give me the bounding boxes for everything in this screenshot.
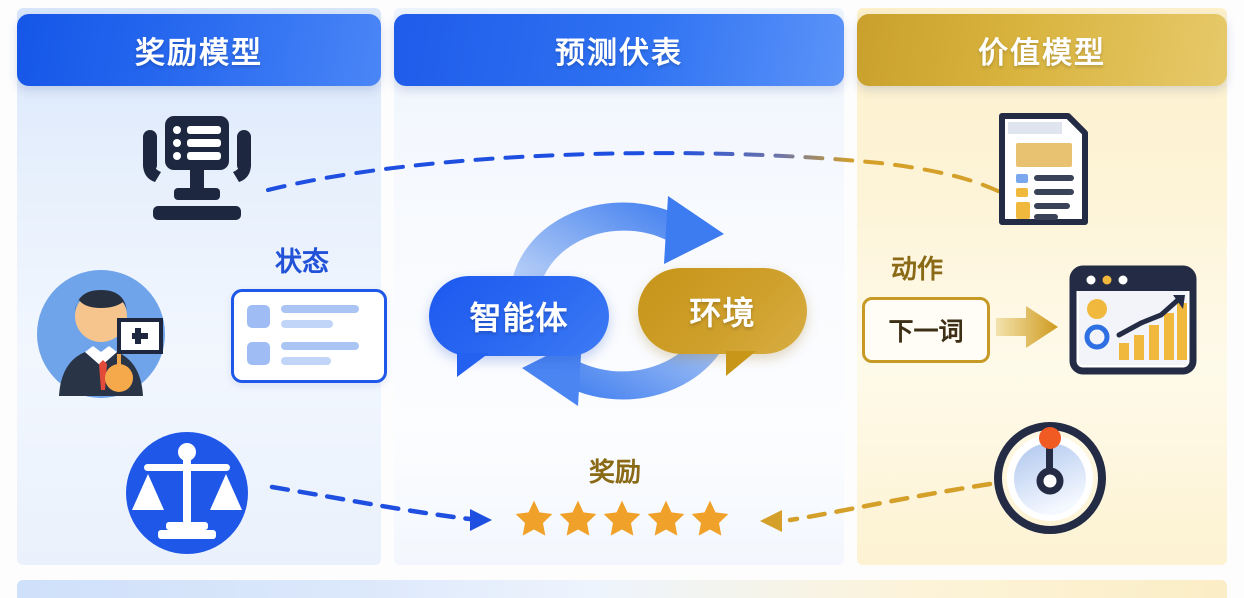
header-reward-model[interactable]: 奖励模型	[17, 14, 381, 86]
businessman-flag-avatar-icon	[37, 270, 165, 398]
star-icon	[515, 500, 553, 536]
star-icon	[559, 500, 597, 536]
action-value-label: 下一词	[888, 318, 964, 346]
reward-label: 奖励	[589, 457, 642, 487]
state-label: 状态	[275, 247, 329, 277]
right-arrow-icon	[996, 306, 1058, 348]
state-card-row	[247, 305, 359, 328]
star-icon	[647, 500, 685, 536]
state-row-lines	[281, 305, 359, 328]
robot-terminal-icon	[143, 116, 251, 220]
chart-dashboard-window-icon	[1069, 265, 1197, 375]
header-predict-table-label: 预测伏表	[555, 37, 683, 70]
balance-scales-icon	[126, 432, 248, 554]
state-row-lines	[281, 342, 359, 365]
next-section-strip	[17, 580, 1227, 598]
action-label: 动作	[891, 254, 944, 284]
document-article-icon	[999, 113, 1088, 225]
agent-bubble[interactable]: 智能体	[429, 276, 609, 377]
header-reward-model-label: 奖励模型	[135, 37, 263, 70]
state-row-square	[247, 342, 270, 365]
star-icon	[603, 500, 641, 536]
header-value-model-label: 价值模型	[978, 37, 1106, 70]
state-list-card	[231, 289, 387, 383]
state-card-row	[247, 342, 359, 365]
star-icon	[691, 500, 729, 536]
environment-bubble[interactable]: 环境	[638, 268, 807, 376]
environment-bubble-tail	[726, 351, 756, 376]
state-row-square	[247, 305, 270, 328]
environment-bubble-label: 环境	[689, 295, 756, 331]
action-value-pill[interactable]: 下一词	[862, 297, 990, 363]
agent-bubble-label: 智能体	[469, 300, 569, 336]
header-predict-table[interactable]: 预测伏表	[394, 14, 844, 86]
header-value-model[interactable]: 价值模型	[857, 14, 1227, 86]
reward-star-rating	[514, 497, 734, 539]
agent-bubble-tail	[457, 353, 489, 377]
circular-arrows-icon	[510, 196, 736, 406]
gauge-meter-icon	[994, 422, 1106, 534]
